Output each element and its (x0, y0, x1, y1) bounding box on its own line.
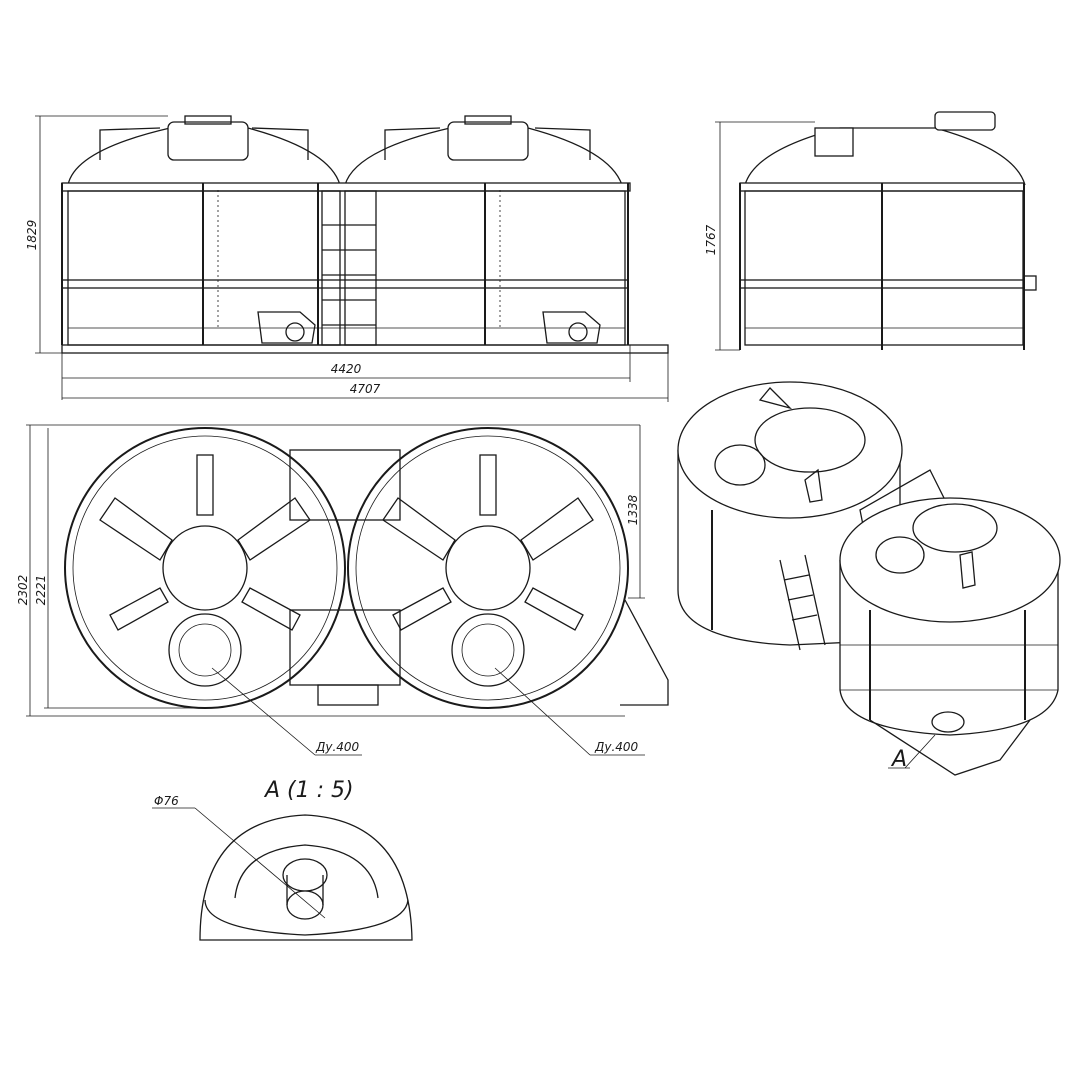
side-tank-body (744, 190, 1024, 346)
right-tank-hatch (447, 121, 529, 161)
iso-front-tank-hatch (912, 503, 998, 553)
detail-flange (204, 899, 409, 936)
iso-back-rib (804, 468, 823, 503)
side-view: 1767 (704, 111, 1037, 351)
left-tank-top-inner (72, 435, 338, 701)
left-rib (237, 497, 311, 561)
right-hatch-cap (464, 115, 512, 125)
right-tank-top-inner (355, 435, 621, 701)
left-rib (196, 454, 214, 516)
right-drain-hatch (451, 613, 525, 687)
isometric-view: A (677, 381, 1061, 776)
left-tank-top (64, 427, 346, 709)
iso-front-tank-top (839, 497, 1061, 623)
front-dimensions: 1829 4420 4707 (25, 115, 669, 402)
left-tank-center-hatch (162, 525, 248, 611)
left-dome-lug-right (251, 127, 309, 160)
left-tank-hatch (167, 121, 249, 161)
detail-housing (199, 814, 413, 941)
iso-ladder-rung (791, 614, 818, 621)
side-vent (934, 111, 996, 131)
side-outlet (1023, 275, 1037, 291)
left-dome-lug (99, 127, 161, 160)
leader-right-hatch (494, 667, 591, 756)
left-hatch-cap (184, 115, 232, 125)
left-drain-valve (285, 322, 305, 342)
left-drain-hatch-inner (178, 623, 232, 677)
left-hatch-callout: Ду.400 (315, 740, 360, 754)
left-rib (241, 587, 301, 631)
right-drain-outlet (542, 311, 601, 344)
left-rib (109, 587, 169, 631)
top-side-frame (620, 599, 669, 706)
side-tank-dome (744, 127, 1026, 186)
total-length-label: 4707 (350, 382, 381, 396)
top-view: Ду.400 Ду.400 2302 2221 1338 (16, 424, 669, 756)
right-dome-lug (384, 127, 441, 160)
iso-back-tank-hatch (754, 407, 866, 473)
right-rib (382, 497, 456, 561)
iso-back-tank-body (677, 450, 901, 646)
left-drain-outlet (257, 311, 316, 344)
pipe-diameter-label: Φ76 (154, 794, 179, 808)
right-tank-center-hatch (445, 525, 531, 611)
detail-leader (904, 734, 936, 769)
iso-back-rib (758, 387, 793, 410)
frame-belt-rail (61, 279, 629, 289)
iso-front-tank-vent (875, 536, 925, 574)
iso-ladder-rung (783, 574, 810, 581)
front-view (61, 115, 669, 354)
pipe-dim-leader (194, 807, 326, 919)
iso-back-tank-top (677, 381, 903, 519)
side-hatch (814, 127, 854, 157)
right-rib (392, 587, 452, 631)
right-drain-hatch-inner (461, 623, 515, 677)
right-dome-lug-right (534, 127, 591, 160)
right-tank-top (347, 427, 629, 709)
iso-back-tank-vent (714, 444, 766, 486)
walkway-mesh-top (289, 449, 401, 521)
side-height-label: 1767 (704, 224, 718, 255)
right-drain-valve (568, 322, 588, 342)
ladder (321, 190, 377, 346)
tank-diameter-label: 1338 (626, 494, 640, 525)
leader-left-hatch (211, 667, 316, 756)
front-height-label: 1829 (25, 220, 39, 251)
iso-ladder (779, 554, 826, 651)
frame-top-rail (61, 182, 631, 192)
left-rib (99, 497, 173, 561)
iso-front-rib (959, 551, 976, 589)
walkway-mesh-bottom (289, 609, 401, 686)
detail-title: A (1 : 5) (263, 778, 354, 803)
detail-inner-recess (234, 844, 379, 899)
detail-marker: A (890, 747, 907, 772)
right-rib (479, 454, 497, 516)
detail-a-view: A (1 : 5) Φ76 (152, 778, 413, 941)
left-drain-hatch (168, 613, 242, 687)
detail-pipe-end (286, 890, 324, 920)
inner-length-label: 4420 (331, 362, 362, 376)
iso-drain-outlet (931, 711, 965, 733)
top-outer-height-label: 2302 (16, 575, 30, 606)
ladder-top-view (317, 684, 379, 706)
base-plate (61, 344, 669, 354)
right-rib (520, 497, 594, 561)
top-inner-height-label: 2221 (34, 575, 48, 606)
right-rib (524, 587, 584, 631)
iso-ladder-rung (787, 594, 814, 601)
right-hatch-callout: Ду.400 (594, 740, 639, 754)
iso-base-frame (869, 719, 1031, 776)
